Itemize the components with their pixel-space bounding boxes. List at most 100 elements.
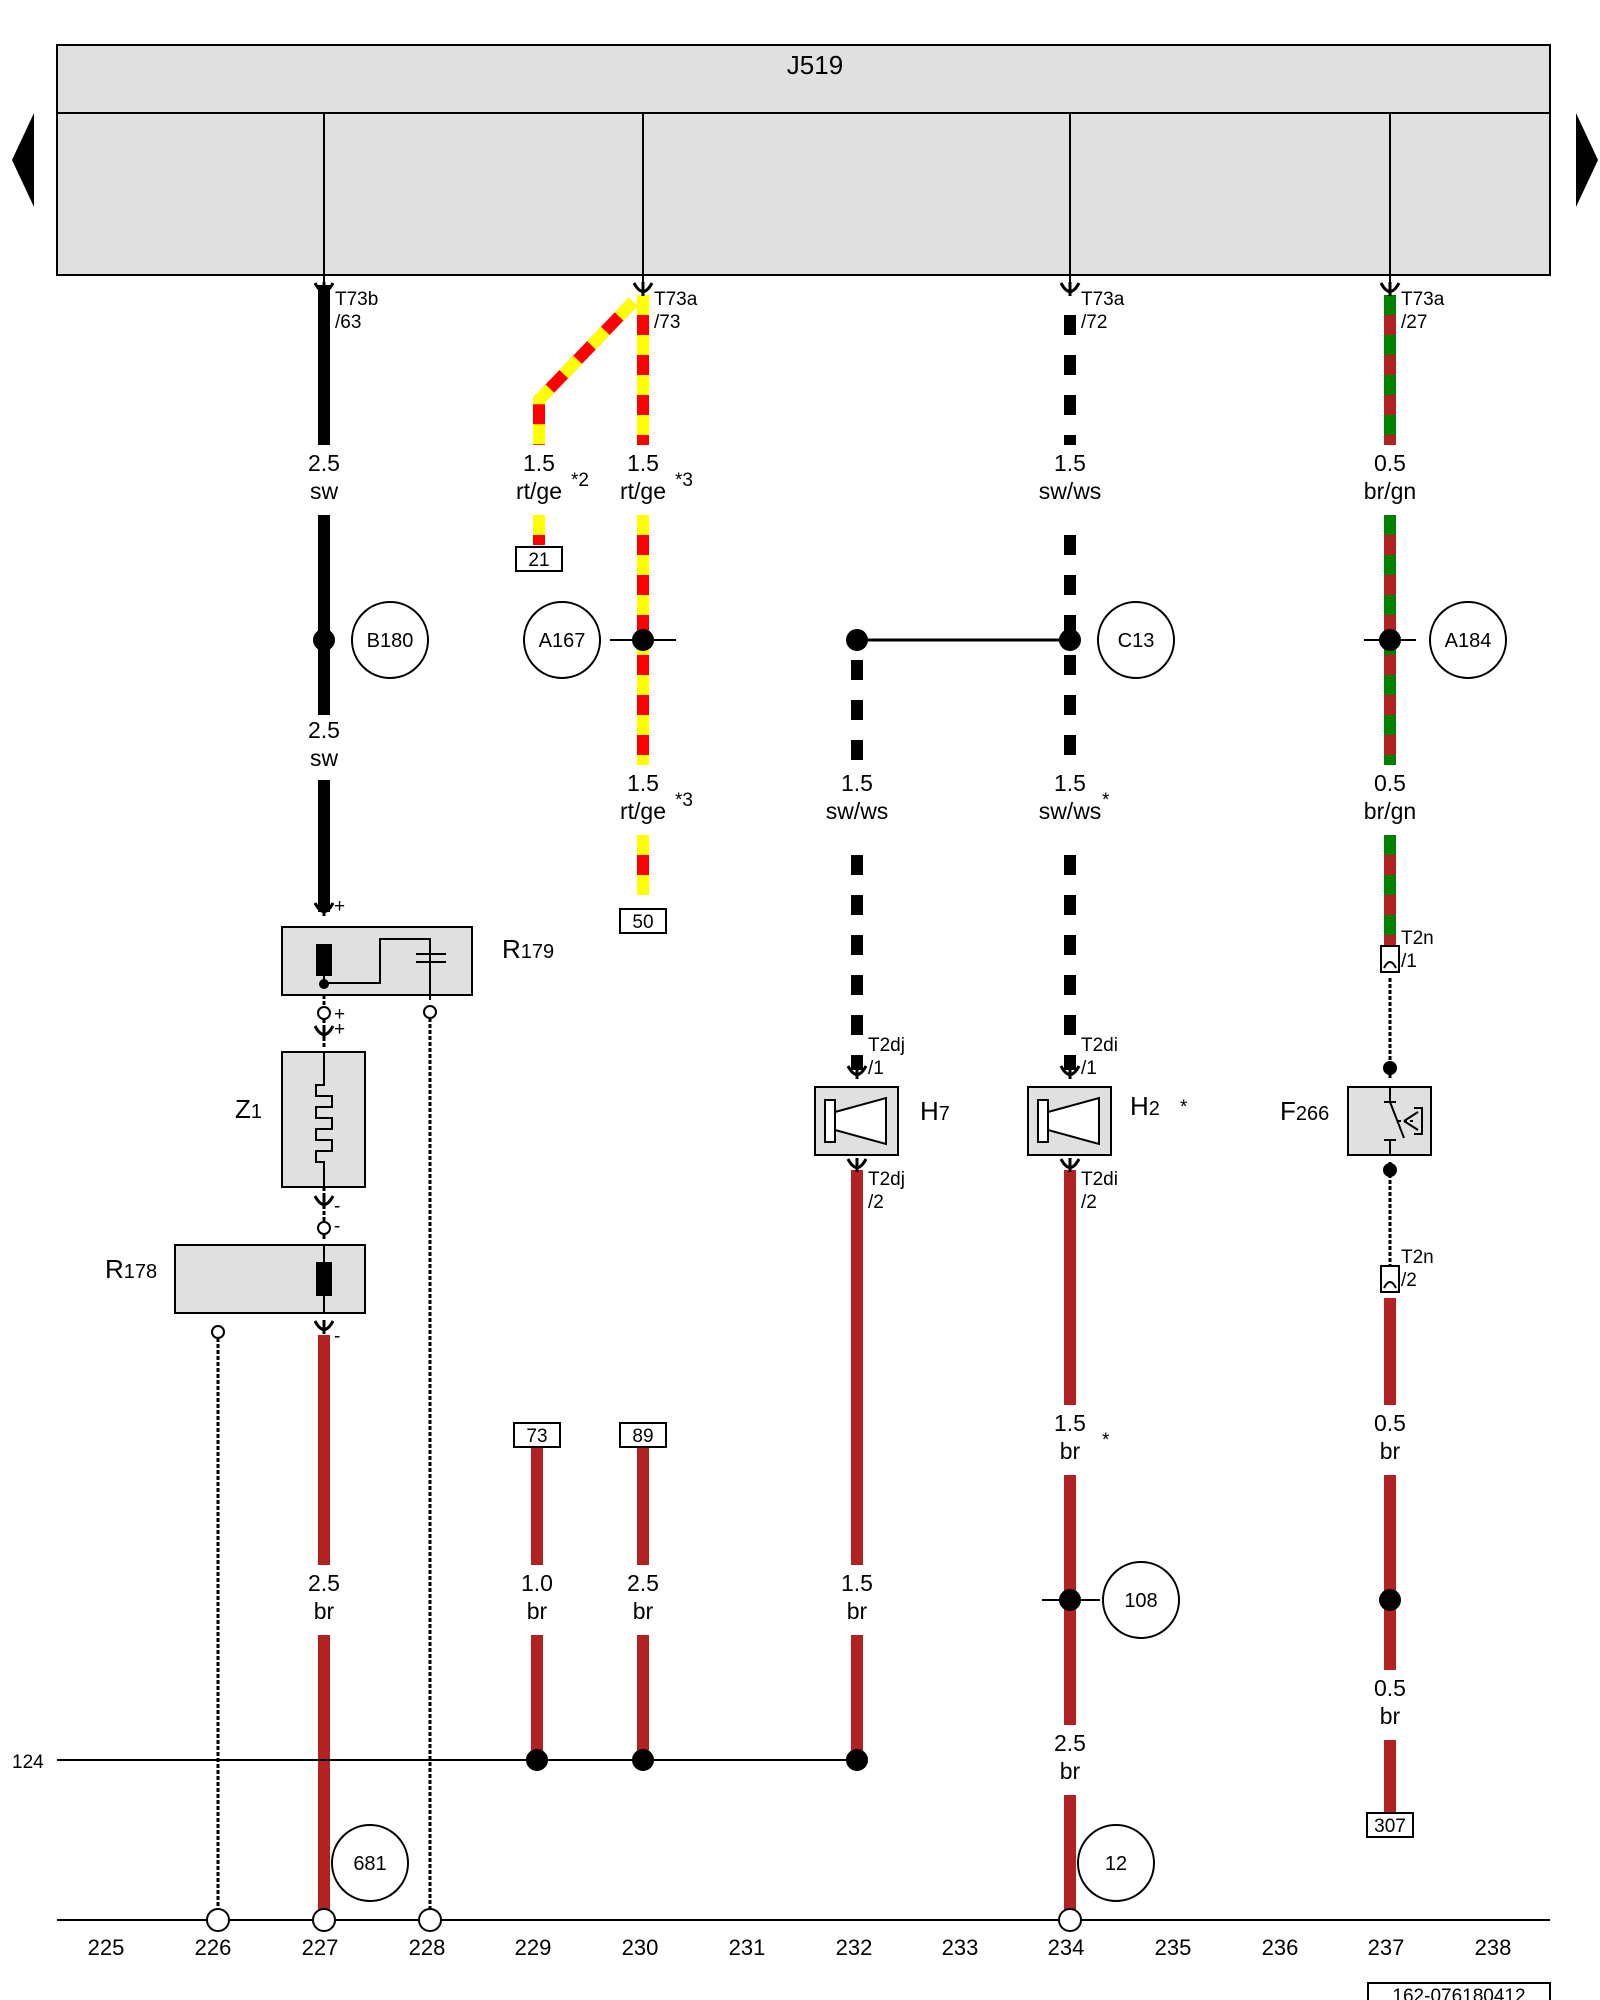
left-margin-ref: 124: [12, 1752, 44, 1773]
column-number-238: 238: [1475, 1935, 1512, 1960]
pin-number-p72: /72: [1081, 312, 1107, 333]
wire-size-w4: 1.5: [1054, 450, 1086, 476]
reference-box-50: [619, 908, 667, 934]
pin-number-t2dj1: /1: [868, 1058, 884, 1079]
pin-connector-p72: T73a: [1081, 289, 1125, 310]
wire-color-w9: sw/ws: [1039, 798, 1102, 824]
wire-color-w16: br: [847, 1598, 868, 1624]
component-label-r179: R179: [502, 934, 554, 964]
component-main-r178: R: [105, 1254, 124, 1284]
junction-ground-230: [632, 1749, 654, 1771]
connection-point-circle-B180: [351, 601, 429, 679]
column-number-225: 225: [88, 1935, 125, 1960]
wire-color-w8: sw/ws: [826, 798, 889, 824]
column-number-235: 235: [1155, 1935, 1192, 1960]
reference-21: 21: [528, 550, 549, 571]
wire-size-w11: 1.5: [1054, 1410, 1086, 1436]
connector-t2n-1-cup: [1383, 961, 1397, 969]
wire-color-w1: sw: [310, 478, 339, 504]
component-label-r178: R178: [105, 1254, 157, 1284]
pin-dot-r179-cap: [423, 1005, 437, 1019]
wire-size-w10: 0.5: [1374, 770, 1406, 796]
reference-73: 73: [526, 1426, 547, 1447]
reference-89: 89: [632, 1426, 653, 1447]
component-main-z1: Z: [235, 1094, 251, 1124]
component-main-h7: H: [920, 1096, 939, 1126]
switch-dot-top: [1383, 1061, 1397, 1075]
pin-connector-t2n2: T2n: [1401, 1247, 1434, 1268]
component-sub-h7: 7: [939, 1103, 950, 1125]
connection-point-B180: B180: [367, 630, 414, 652]
wire-size-w14: 1.0: [521, 1570, 553, 1596]
pin-connector-t2dj1: T2dj: [868, 1035, 905, 1056]
connection-point-circle-C13: [1097, 601, 1175, 679]
wire-color-w7: rt/ge: [620, 798, 666, 824]
column-number-234: 234: [1048, 1935, 1085, 1960]
switch-dot-bottom: [1383, 1163, 1397, 1177]
pin-connector-p63: T73b: [335, 289, 378, 310]
pin-number-p27: /27: [1401, 312, 1427, 333]
wire-size-w17: 0.5: [1374, 1675, 1406, 1701]
wire-size-w18: 2.5: [1054, 1730, 1086, 1756]
wire-size-w6: 2.5: [308, 717, 340, 743]
pin-dot-r178-left: [211, 1325, 225, 1339]
component-sub-f266: 266: [1296, 1103, 1329, 1125]
pin-number-t2di2: /2: [1081, 1192, 1097, 1213]
pin-connector-p27: T73a: [1401, 289, 1445, 310]
wire-branch-21-a-base: [533, 297, 638, 445]
polarity-plus-2: +: [334, 1019, 345, 1040]
wire-size-w5: 0.5: [1374, 450, 1406, 476]
wire-color-w18: br: [1060, 1758, 1081, 1784]
component-label-h7: H7: [920, 1096, 950, 1126]
column-number-227: 227: [302, 1935, 339, 1960]
component-label-z1: Z1: [235, 1094, 262, 1124]
wire-note-w2: *2: [571, 470, 589, 491]
wire-color-w12: br: [1380, 1438, 1401, 1464]
wire-color-w10: br/gn: [1364, 798, 1416, 824]
connection-point-circle-12: [1077, 1824, 1155, 1902]
junction-108: [1059, 1589, 1081, 1611]
pin-number-p63: /63: [335, 312, 361, 333]
wire-size-w8: 1.5: [841, 770, 873, 796]
terminal-228: [418, 1908, 442, 1932]
junction-c13: [1059, 629, 1081, 651]
column-number-231: 231: [729, 1935, 766, 1960]
column-number-228: 228: [409, 1935, 446, 1960]
reference-50: 50: [632, 912, 653, 933]
polarity-minus-2: -: [334, 1326, 340, 1347]
pin-connector-t2di2: T2di: [1081, 1169, 1118, 1190]
pin-number-t2n1: /1: [1401, 951, 1417, 972]
polarity-minus-0: -: [334, 1196, 340, 1217]
connection-point-681: 681: [353, 1853, 386, 1875]
terminal-227: [312, 1908, 336, 1932]
column-number-233: 233: [942, 1935, 979, 1960]
reference-307: 307: [1374, 1816, 1406, 1837]
polarity-minus-1: -: [334, 1216, 340, 1237]
junction-b180: [313, 629, 335, 651]
connection-point-circle-A184: [1429, 601, 1507, 679]
right-triangle-icon[interactable]: [1576, 113, 1598, 207]
reference-box-307: [1366, 1812, 1414, 1838]
wire-note-w3: *3: [675, 470, 693, 491]
component-sub-h2: 2: [1149, 1098, 1160, 1120]
junction-232-bridge: [846, 629, 868, 651]
connection-point-A184: A184: [1445, 630, 1492, 652]
wire-color-w2: rt/ge: [516, 478, 562, 504]
drawing-number: 162-076180412: [1392, 1986, 1525, 2000]
internal-lines: [323, 113, 1391, 282]
component-sub-r178: 178: [124, 1261, 157, 1283]
wire-color-w11: br: [1060, 1438, 1081, 1464]
pin-number-t2di1: /1: [1081, 1058, 1097, 1079]
component-sub-r179: 179: [521, 941, 554, 963]
wire-size-w16: 1.5: [841, 1570, 873, 1596]
left-triangle-icon[interactable]: [12, 113, 34, 207]
component-label-f266: F266: [1280, 1096, 1329, 1126]
column-number-232: 232: [836, 1935, 873, 1960]
wire-color-w4: sw/ws: [1039, 478, 1102, 504]
connector-t2n-1-box: [1380, 945, 1400, 973]
wire-size-w9: 1.5: [1054, 770, 1086, 796]
connection-point-circle-A167: [523, 601, 601, 679]
wire-color-w5: br/gn: [1364, 478, 1416, 504]
drawing-number-box: [1367, 1982, 1551, 2000]
